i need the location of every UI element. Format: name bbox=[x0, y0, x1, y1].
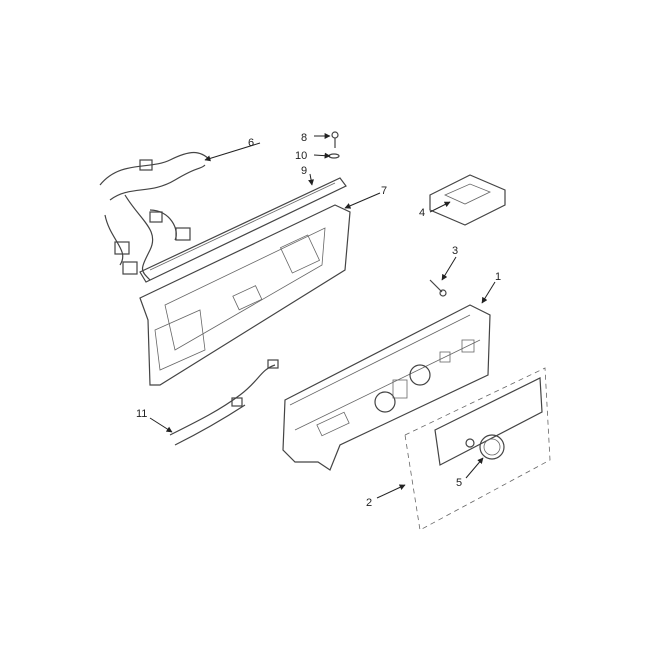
screw-part-3 bbox=[429, 279, 447, 297]
callout-3: 3 bbox=[452, 245, 458, 257]
callout-1: 1 bbox=[495, 271, 501, 283]
bracket-part-9 bbox=[139, 177, 347, 283]
leader-9 bbox=[308, 173, 314, 186]
callout-10: 10 bbox=[295, 150, 307, 162]
callout-4: 4 bbox=[419, 207, 425, 219]
console-part-1 bbox=[282, 304, 491, 471]
leader-11 bbox=[149, 417, 173, 433]
washer-part-10 bbox=[328, 153, 340, 159]
callout-7: 7 bbox=[381, 185, 387, 197]
callout-11: 11 bbox=[136, 408, 147, 420]
callout-8: 8 bbox=[301, 132, 307, 144]
callout-2: 2 bbox=[366, 497, 372, 509]
leader-2 bbox=[376, 484, 406, 499]
harness-part-11 bbox=[169, 359, 279, 446]
callout-9: 9 bbox=[301, 165, 307, 177]
callout-5: 5 bbox=[456, 477, 462, 489]
screw-part-8 bbox=[331, 131, 339, 148]
leader-1 bbox=[481, 281, 496, 304]
leader-4 bbox=[429, 201, 451, 213]
leader-10 bbox=[313, 152, 331, 159]
overlay-part-2 bbox=[404, 367, 551, 531]
knob-part-5 bbox=[434, 377, 543, 466]
wire-harness-part-6 bbox=[99, 151, 211, 281]
leader-5 bbox=[465, 457, 484, 479]
panel-frame-part-7 bbox=[139, 204, 351, 386]
leader-7 bbox=[344, 192, 381, 209]
callout-6: 6 bbox=[248, 137, 254, 149]
leader-3 bbox=[441, 256, 457, 281]
part-4-housing bbox=[429, 174, 506, 226]
leader-6 bbox=[204, 142, 261, 162]
